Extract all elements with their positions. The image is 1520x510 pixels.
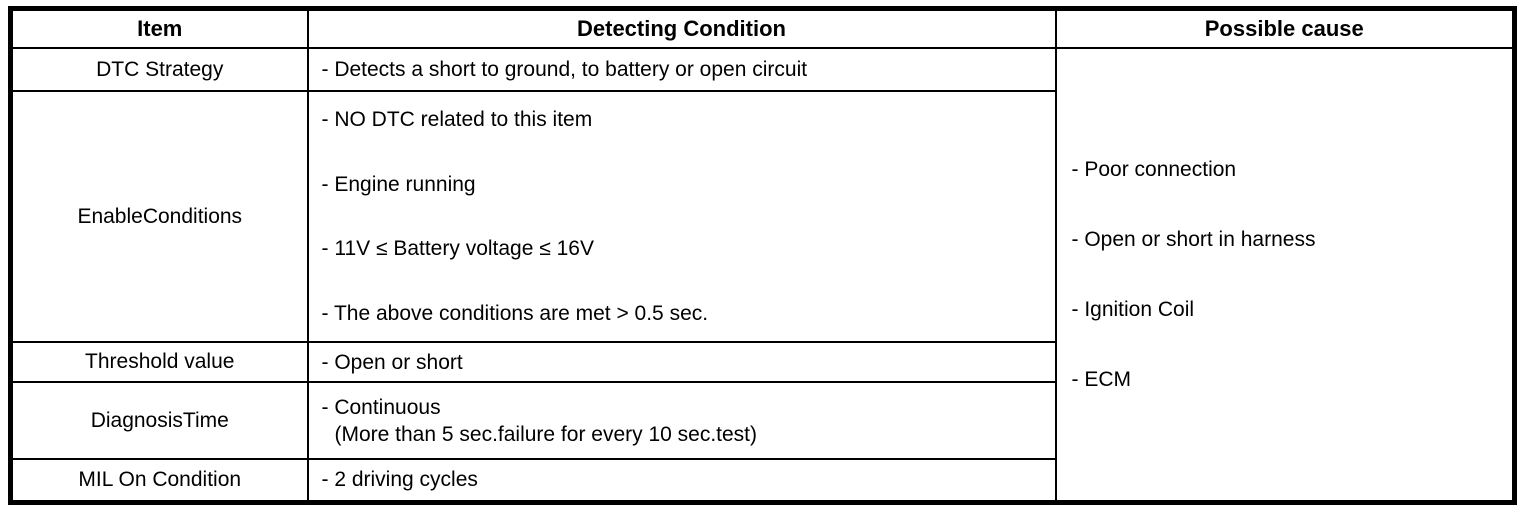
condition-line: - Engine running <box>321 172 476 196</box>
dtc-table-container: Item Detecting Condition Possible cause … <box>8 6 1517 505</box>
possible-cause-item: - Open or short in harness <box>1071 227 1316 251</box>
table-row-enable-conditions: EnableConditions - NO DTC related to thi… <box>9 90 1515 343</box>
item-cell-dtc-strategy: DTC Strategy <box>9 47 309 92</box>
table-row-mil-on-condition: MIL On Condition - 2 driving cycles <box>9 458 1515 503</box>
column-header-detecting-condition: Detecting Condition <box>306 7 1057 49</box>
table-row-dtc-strategy: DTC Strategy - Detects a short to ground… <box>9 47 1516 503</box>
condition-cell-mil-on-condition: - 2 driving cycles <box>306 458 1057 503</box>
column-header-possible-cause: Possible cause <box>1054 7 1516 49</box>
possible-cause-item: - Ignition Coil <box>1071 297 1195 321</box>
table-row-diagnosis-time: DiagnosisTime - Continuous (More than 5 … <box>9 381 1515 460</box>
condition-cell-threshold-value: - Open or short <box>306 341 1057 383</box>
item-cell-diagnosis-time: DiagnosisTime <box>9 381 309 460</box>
possible-cause-list: - Poor connection - Open or short in har… <box>1072 157 1503 392</box>
item-cell-mil-on-condition: MIL On Condition <box>9 458 309 503</box>
condition-line: - Open or short <box>321 350 463 374</box>
column-header-item: Item <box>9 7 309 49</box>
condition-cell-enable-conditions: - NO DTC related to this item - Engine r… <box>306 90 1057 343</box>
condition-list: - NO DTC related to this item - Engine r… <box>310 93 1054 340</box>
condition-cell-dtc-strategy: - Detects a short to ground, to battery … <box>306 47 1057 92</box>
condition-line: - Continuous <box>321 395 441 419</box>
possible-cause-item: - Poor connection <box>1071 157 1237 181</box>
condition-line: - Detects a short to ground, to battery … <box>321 58 808 81</box>
item-cell-threshold-value: Threshold value <box>9 341 309 383</box>
condition-note-line: (More than 5 sec.failure for every 10 se… <box>334 422 758 446</box>
condition-cell-diagnosis-time: - Continuous (More than 5 sec.failure fo… <box>306 381 1057 460</box>
condition-line: - NO DTC related to this item <box>321 108 593 131</box>
condition-line: - 2 driving cycles <box>321 468 478 492</box>
dtc-diagnostic-table: Item Detecting Condition Possible cause … <box>8 6 1517 505</box>
condition-line: - 11V ≤ Battery voltage ≤ 16V <box>321 237 594 261</box>
condition-line: - The above conditions are met > 0.5 sec… <box>321 301 709 325</box>
possible-cause-item: - ECM <box>1071 367 1132 391</box>
item-cell-enable-conditions: EnableConditions <box>9 90 309 343</box>
table-row-threshold-value: Threshold value - Open or short <box>9 341 1515 383</box>
header-row: Item Detecting Condition Possible cause <box>9 7 1516 49</box>
possible-cause-cell: - Poor connection - Open or short in har… <box>1054 47 1516 503</box>
